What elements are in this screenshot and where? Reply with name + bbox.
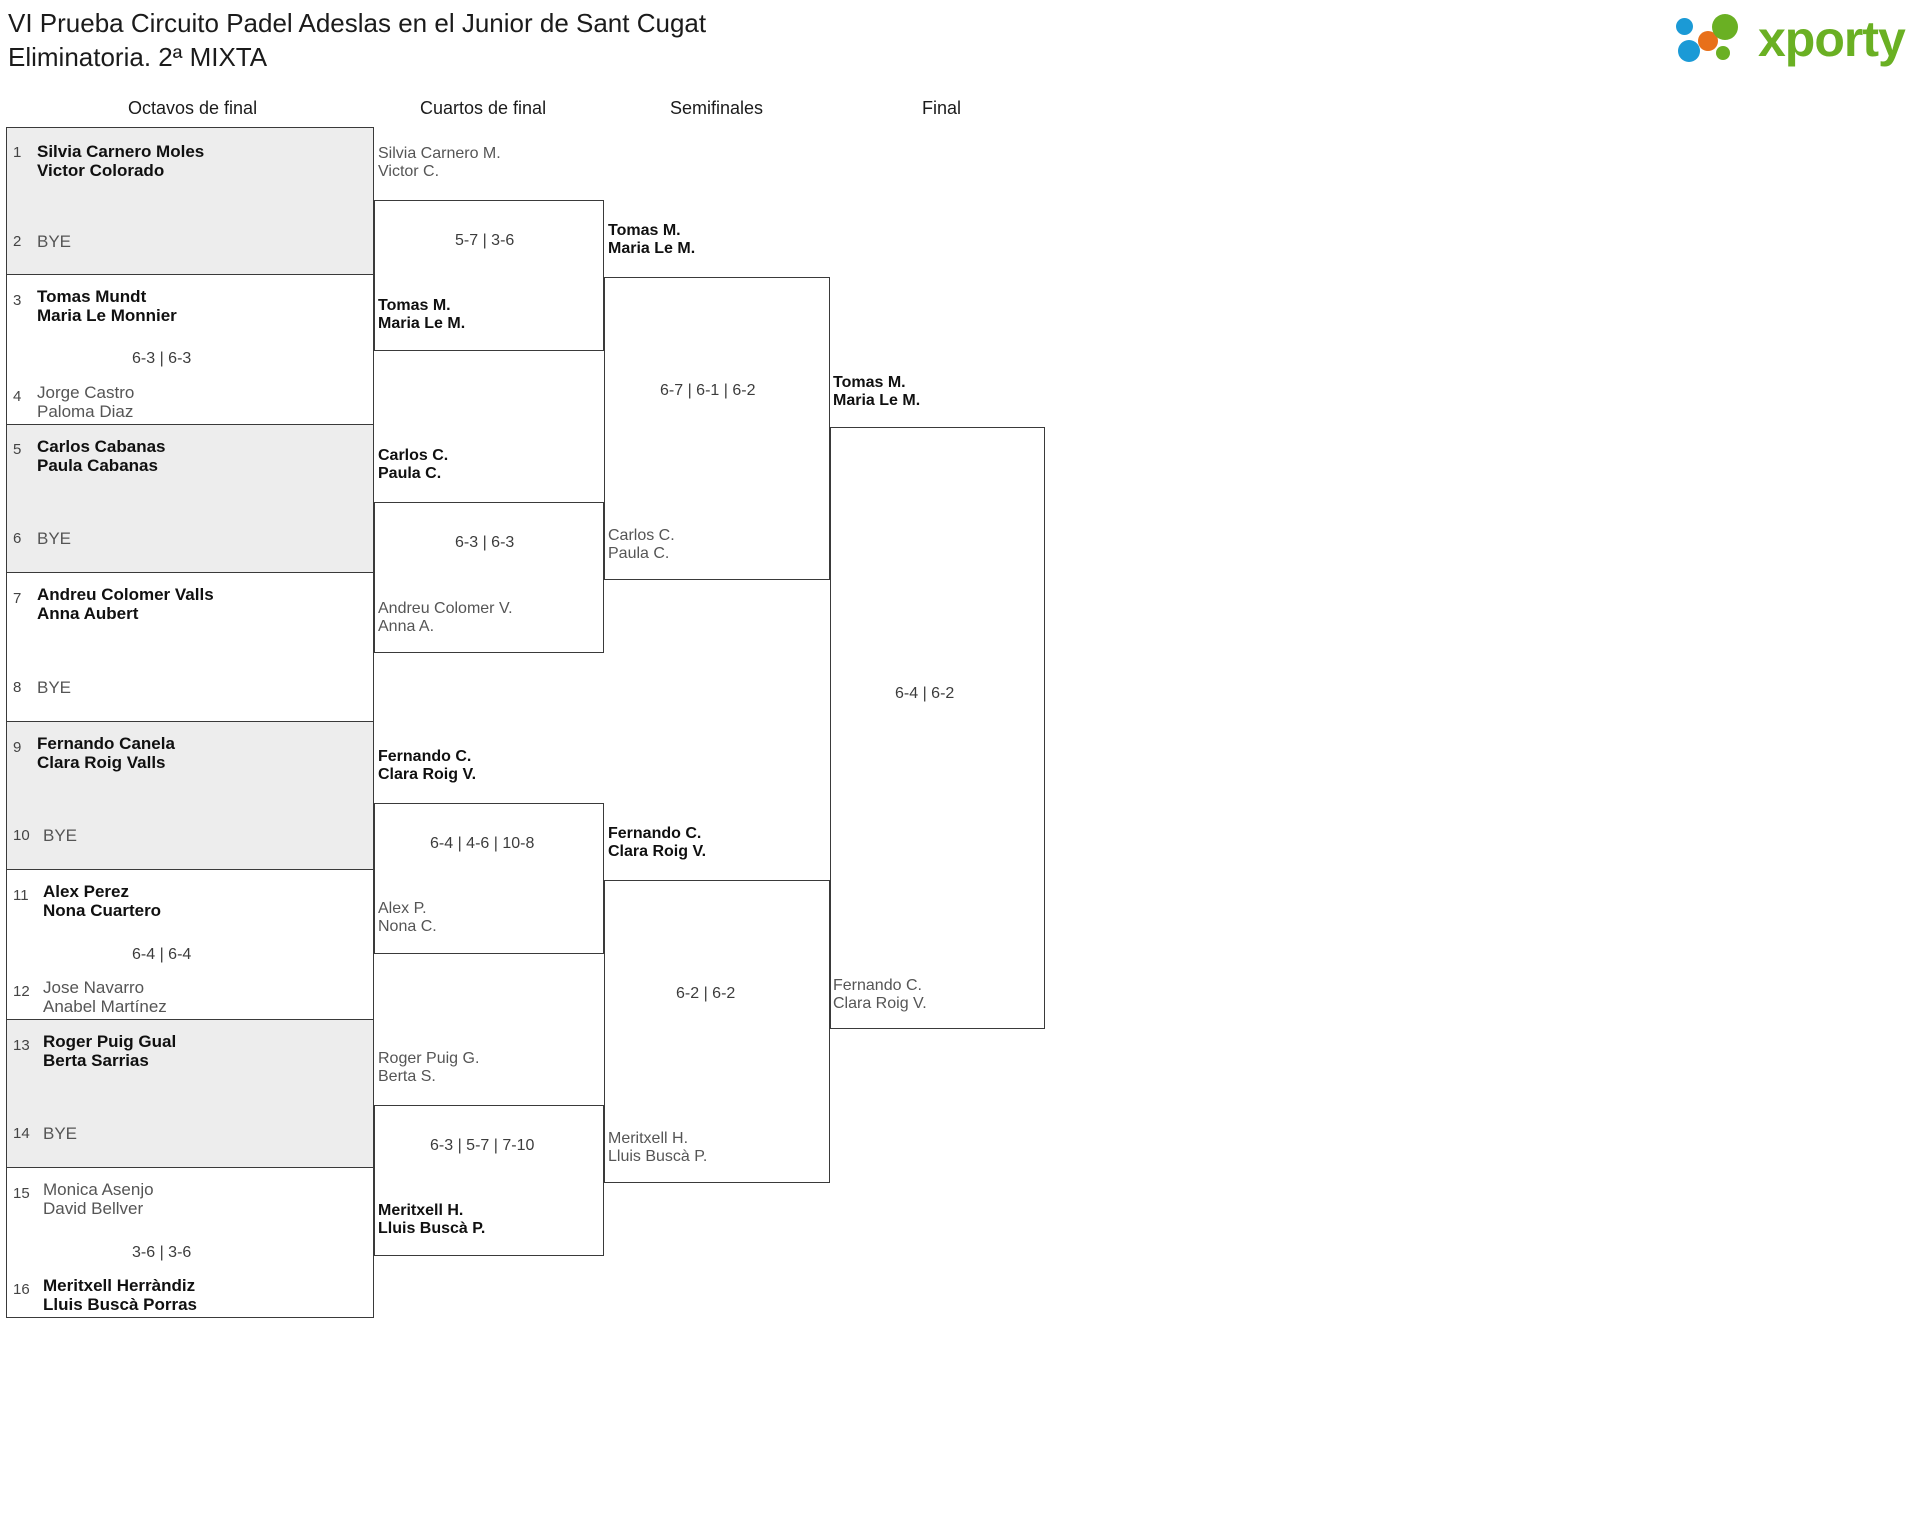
- r4-team-top: Tomas M.Maria Le M.: [833, 374, 921, 409]
- seed-number: 16: [13, 1281, 30, 1298]
- r1-score: 6-3 | 6-3: [132, 350, 192, 367]
- round-header-cuartos: Cuartos de final: [420, 98, 547, 118]
- r2-connector-2: [374, 502, 604, 653]
- r2-score: 6-4 | 4-6 | 10-8: [430, 835, 535, 852]
- round-header-semifinales: Semifinales: [670, 98, 764, 118]
- logo-wordmark: xporty: [1758, 11, 1906, 67]
- title-line-2: Eliminatoria. 2ª MIXTA: [8, 42, 268, 72]
- r2-connector-3: [374, 803, 604, 954]
- page-title: VI Prueba Circuito Padel Adeslas en el J…: [8, 6, 1108, 74]
- seed-number: 6: [13, 530, 22, 547]
- r3-connector-1: [604, 277, 830, 580]
- r1-team: BYE: [37, 678, 72, 697]
- seed-number: 4: [13, 388, 22, 405]
- r3-connector-2: [604, 880, 830, 1183]
- logo-dots-icon: [1676, 14, 1754, 66]
- r2-connector-1: [374, 200, 604, 351]
- round-header-final: Final: [922, 98, 962, 118]
- r2-team-bottom: Andreu Colomer V.Anna A.: [378, 600, 513, 635]
- seed-number: 12: [13, 983, 30, 1000]
- seed-number: 7: [13, 590, 22, 607]
- seed-number: 15: [13, 1185, 30, 1202]
- r2-team-bottom: Tomas M.Maria Le M.: [378, 297, 466, 332]
- seed-number: 11: [13, 887, 29, 904]
- seed-number: 3: [13, 292, 22, 309]
- title-line-1: VI Prueba Circuito Padel Adeslas en el J…: [8, 8, 707, 38]
- r1-team: BYE: [37, 232, 72, 251]
- r3-team-bottom: Carlos C.Paula C.: [608, 527, 675, 562]
- xporty-logo: xporty: [1670, 8, 1910, 70]
- round-header-octavos: Octavos de final: [128, 98, 258, 118]
- r2-team-top: Silvia Carnero M.Victor C.: [378, 145, 501, 180]
- r1-score: 6-4 | 6-4: [132, 946, 192, 963]
- r2-team-bottom: Alex P.Nona C.: [378, 900, 437, 935]
- r1-team: BYE: [43, 1124, 78, 1143]
- r2-score: 5-7 | 3-6: [455, 232, 515, 249]
- r4-team-bottom: Fernando C.Clara Roig V.: [833, 977, 927, 1012]
- r3-score: 6-7 | 6-1 | 6-2: [660, 382, 756, 399]
- r2-team-top: Roger Puig G.Berta S.: [378, 1050, 480, 1085]
- seed-number: 2: [13, 233, 22, 250]
- r2-team-bottom: Meritxell H.Lluis Buscà P.: [378, 1202, 486, 1237]
- r2-connector-4: [374, 1105, 604, 1256]
- seed-number: 5: [13, 441, 22, 458]
- seed-number: 1: [13, 144, 22, 161]
- seed-number: 9: [13, 739, 22, 756]
- r4-score: 6-4 | 6-2: [895, 685, 955, 702]
- r3-team-top: Fernando C.Clara Roig V.: [608, 825, 707, 860]
- seed-number: 13: [13, 1037, 30, 1054]
- seed-number: 10: [13, 827, 30, 844]
- r1-score: 3-6 | 3-6: [132, 1244, 192, 1261]
- r4-connector: [830, 427, 1045, 1029]
- r3-score: 6-2 | 6-2: [676, 985, 736, 1002]
- r1-team: BYE: [37, 529, 72, 548]
- seed-number: 14: [13, 1125, 30, 1142]
- r2-score: 6-3 | 6-3: [455, 534, 515, 551]
- r1-team: BYE: [43, 826, 78, 845]
- r3-team-top: Tomas M.Maria Le M.: [608, 222, 696, 257]
- seed-number: 8: [13, 679, 22, 696]
- r3-team-bottom: Meritxell H.Lluis Buscà P.: [608, 1130, 708, 1165]
- r2-team-top: Carlos C.Paula C.: [378, 447, 449, 482]
- r2-team-top: Fernando C.Clara Roig V.: [378, 748, 477, 783]
- r2-score: 6-3 | 5-7 | 7-10: [430, 1137, 535, 1154]
